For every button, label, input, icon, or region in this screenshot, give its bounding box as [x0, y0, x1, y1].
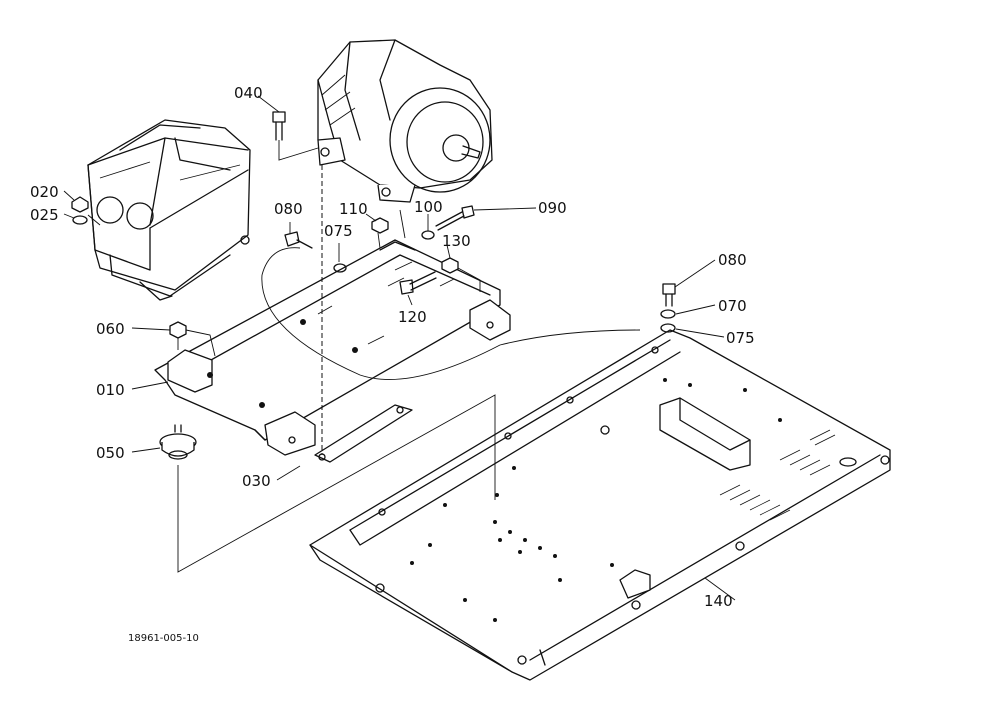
callout-120: 120: [398, 308, 427, 326]
assembly-lines: [87, 140, 641, 573]
callout-140: 140: [704, 592, 733, 610]
callout-020: 020: [30, 183, 59, 201]
callout-090: 090: [538, 199, 567, 217]
callout-030: 030: [242, 472, 271, 490]
hardware-parts: [71, 111, 676, 460]
generator-unit: [317, 39, 493, 203]
callout-080-upper: 080: [274, 200, 303, 218]
engine-block: [87, 119, 251, 301]
callout-060: 060: [96, 320, 125, 338]
callout-075-lower: 075: [726, 329, 755, 347]
callout-110: 110: [339, 200, 368, 218]
callout-075-upper: 075: [324, 222, 353, 240]
callout-080-lower: 080: [718, 251, 747, 269]
engine-mount-frame: [154, 239, 511, 463]
callout-leaders: [63, 95, 736, 601]
callout-040: 040: [234, 84, 263, 102]
drawing-code: 18961-005-10: [128, 633, 199, 644]
callout-130: 130: [442, 232, 471, 250]
callout-100: 100: [414, 198, 443, 216]
callout-010: 010: [96, 381, 125, 399]
callout-070: 070: [718, 297, 747, 315]
callout-labels: 040 020 025 080 075 110 100 090 130 120 …: [30, 84, 755, 644]
callout-025: 025: [30, 206, 59, 224]
callout-050: 050: [96, 444, 125, 462]
base-frame: [309, 329, 891, 681]
